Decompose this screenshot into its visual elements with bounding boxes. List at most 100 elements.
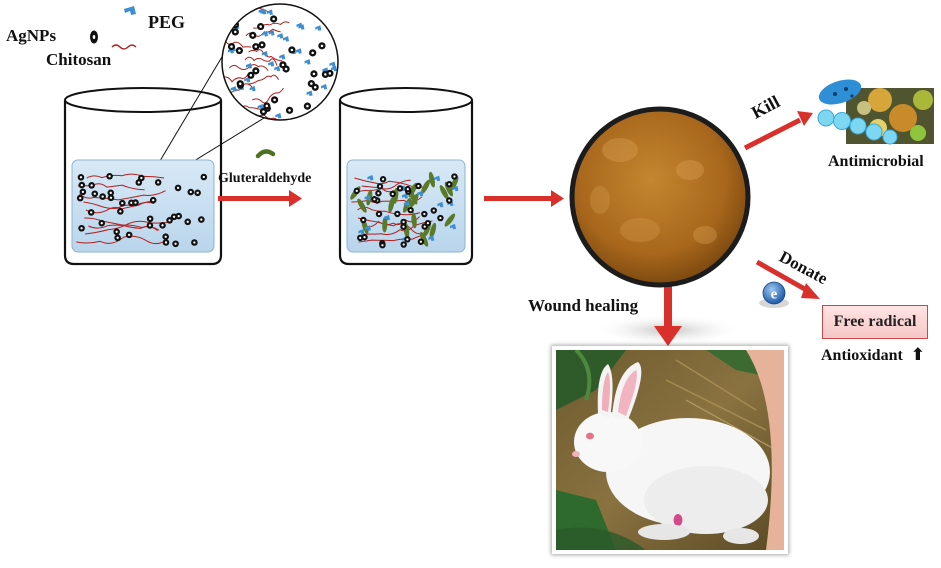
agnp-particle-core — [402, 220, 405, 224]
agnp-particle-core — [108, 175, 111, 178]
agnp-particle-core — [238, 49, 241, 52]
peg-fragment — [417, 190, 424, 197]
agnp-particle-core — [200, 218, 203, 221]
antimicrobial-label: Antimicrobial — [828, 153, 924, 170]
agnp-particle-core — [377, 212, 381, 216]
agnp-particle-core — [259, 25, 262, 28]
peg-fragment — [364, 225, 371, 231]
peg-fragment — [260, 8, 267, 15]
peg-fragment — [383, 214, 390, 221]
agnp-particle-core — [402, 243, 405, 246]
agnp-particle-core — [290, 48, 294, 52]
agnp-particle-core — [417, 184, 420, 188]
agnp-particle-core — [202, 175, 205, 179]
agnp-particle-core — [230, 45, 233, 48]
crosslinker-fragment — [421, 179, 430, 194]
agnp-particle-core — [328, 72, 332, 75]
wound-healing-label: Wound healing — [528, 296, 639, 315]
chitosan-chain — [85, 220, 170, 235]
agnp-particle-core — [320, 44, 324, 48]
free-radical-label: Free radical — [833, 313, 917, 330]
peg-fragment — [279, 53, 286, 60]
chitosan-chain — [357, 206, 420, 216]
peg-fragment — [428, 235, 435, 241]
agnp-particle-core — [391, 192, 394, 196]
agnp-particle-core — [174, 242, 177, 245]
agnp-particle-core — [288, 109, 291, 112]
agnp-particle-core — [140, 176, 143, 180]
agnp-particle-core — [409, 209, 412, 212]
agnp-particle — [318, 104, 326, 113]
agnp-particle-core — [234, 30, 237, 34]
agnp-particle-core — [453, 175, 456, 178]
peg-fragment — [329, 61, 336, 68]
chitosan-chain — [222, 73, 250, 83]
hydrogel-disc — [569, 106, 751, 288]
chitosan-chain — [76, 235, 167, 245]
peg-fragment — [331, 65, 338, 72]
agnp-particle-core — [249, 74, 253, 77]
agnp-particle-core — [373, 198, 376, 201]
agnp-particle-core — [196, 191, 199, 194]
agnp-particle-core — [148, 217, 152, 220]
peg-fragment — [437, 201, 444, 208]
peg-fragment — [323, 17, 330, 23]
peg-fragment — [304, 59, 311, 65]
crosslinker-fragment — [449, 176, 459, 191]
agnp-particle-core — [359, 236, 362, 239]
peg-fragment — [261, 31, 268, 37]
bacteria-illustration — [817, 79, 934, 145]
agnp-particle-core — [265, 104, 269, 108]
chitosan-chain — [354, 177, 422, 189]
agnp-particle-core — [137, 181, 140, 184]
agnp-particle-core — [378, 185, 382, 188]
peg-fragment — [268, 61, 275, 67]
peg-fragment — [306, 90, 313, 97]
agnp-particle-core — [377, 192, 380, 195]
chitosan-chain — [357, 217, 426, 235]
agnp-particle-core — [402, 225, 405, 228]
agnp-particle-core — [320, 107, 324, 110]
agnp-particle-core — [281, 63, 285, 67]
agnp-particle-core — [439, 216, 442, 220]
agnp-particle-core — [186, 220, 189, 223]
agnp-particle-core — [161, 224, 164, 227]
rabbit-illustration — [556, 350, 784, 550]
zoom-magnifier — [221, 3, 339, 121]
agnp-particle-core — [101, 195, 104, 198]
chitosan-chain — [86, 173, 165, 179]
agnp-particle-core — [121, 202, 124, 205]
crosslinker-fragment — [439, 185, 449, 200]
agnp-particle-core — [273, 98, 276, 102]
peg-fragment — [257, 104, 264, 110]
agnp-particle-core — [109, 196, 113, 199]
agnp-particle-core — [419, 240, 423, 243]
agnp-particle-core — [381, 178, 385, 181]
arrow-to-hydrogel — [484, 190, 564, 207]
electron-symbol: e — [771, 287, 778, 303]
agnp-particle-core — [134, 201, 137, 204]
chitosan-chain — [253, 114, 293, 120]
peg-fragment — [434, 175, 441, 182]
arrow-kill — [743, 111, 813, 151]
agnp-particle-core — [127, 233, 131, 237]
crosslinker-fragment — [382, 216, 388, 233]
peg-fragment — [315, 25, 322, 31]
arrow-to-crosslinking — [218, 190, 302, 207]
agnp-particle-core — [79, 196, 82, 200]
gluteraldehyde-icon — [255, 149, 276, 159]
agnp-particle-core — [312, 72, 316, 76]
peg-fragment — [266, 9, 273, 15]
agnp-particle-core — [80, 227, 83, 230]
peg-fragment — [249, 85, 256, 92]
peg-fragment — [246, 62, 253, 69]
agnp-particle-core — [262, 110, 265, 113]
crosslinker-fragment — [419, 232, 429, 247]
agnp-particle-core — [254, 45, 258, 48]
agnp-particle-core — [130, 201, 133, 204]
agnp-particle-core — [260, 43, 264, 47]
agnp-particle-core — [176, 186, 180, 190]
arrow-wound-healing — [592, 286, 744, 346]
electron-icon: e — [759, 281, 789, 308]
